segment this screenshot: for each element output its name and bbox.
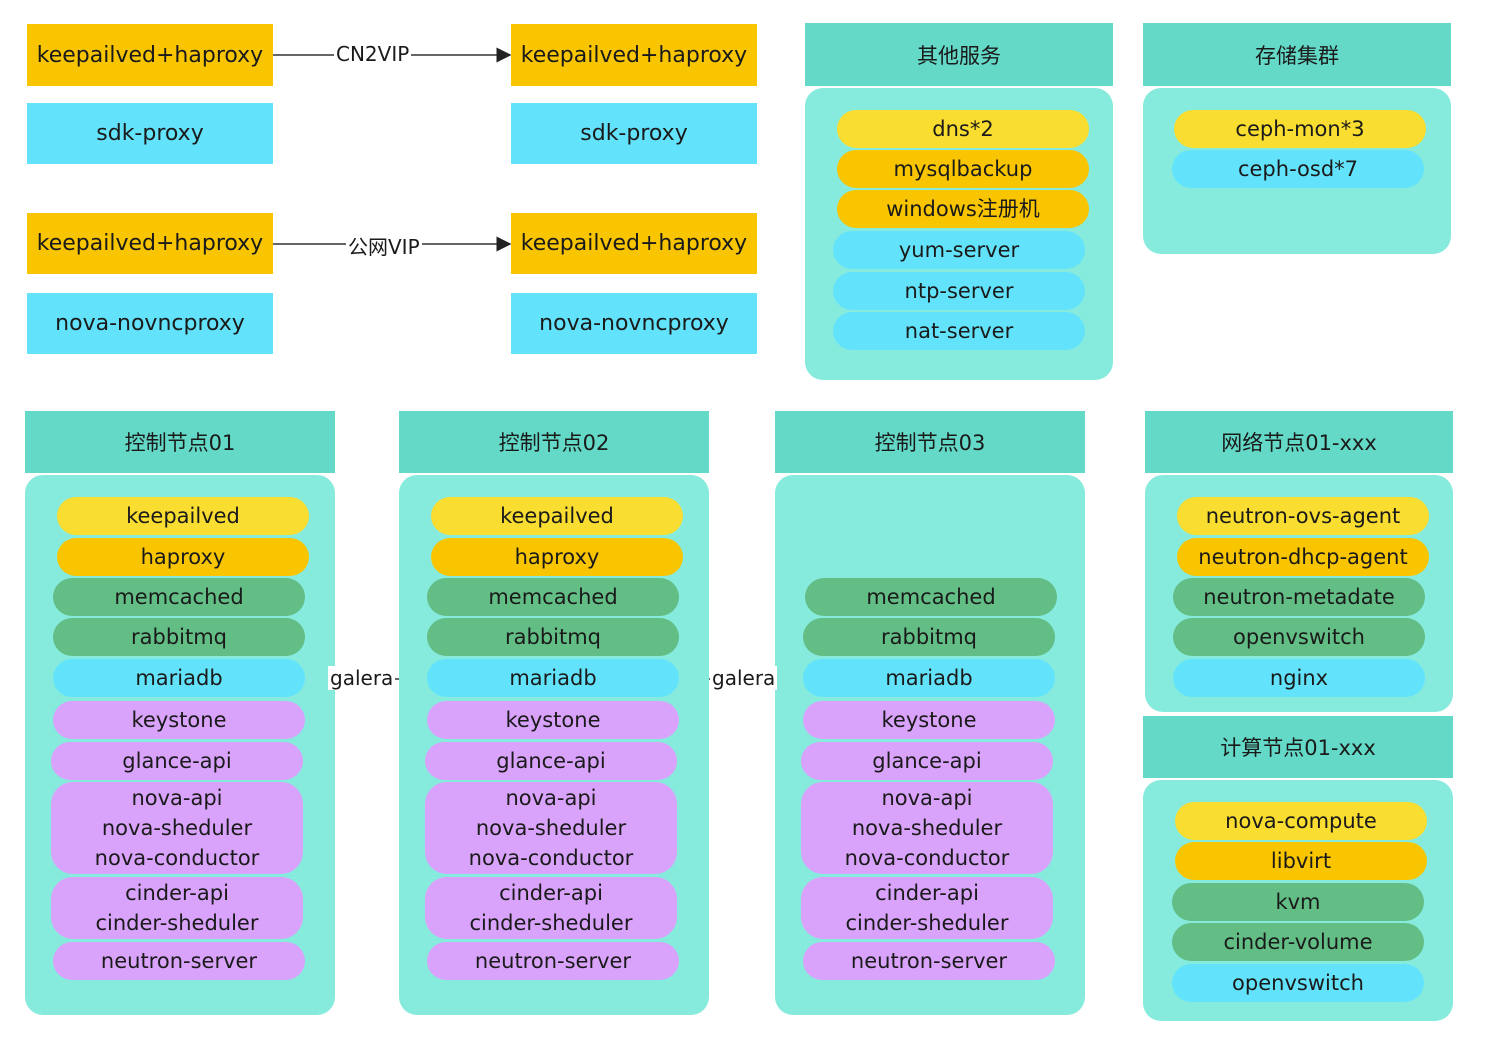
ctrl3-cinder-group: cinder-api cinder-sheduler (801, 877, 1053, 939)
compute-item: kvm (1172, 883, 1424, 921)
ctrl1-item: neutron-server (53, 942, 305, 980)
ctrl3-item: cinder-sheduler (845, 911, 1009, 935)
ctrl3-item: keystone (803, 701, 1055, 739)
ctrl1-item: nova-sheduler (101, 816, 253, 840)
right-nova-novncproxy: nova-novncproxy (511, 293, 757, 354)
ctrl3-item: mariadb (803, 659, 1055, 697)
galera-label-1: galera (328, 666, 396, 690)
left-keepalived-haproxy-2: keepailved+haproxy (27, 213, 273, 274)
ctrl1-item: memcached (53, 578, 305, 616)
service-item: mysqlbackup (837, 150, 1089, 188)
ctrl1-item: haproxy (57, 538, 309, 576)
compute-title: 计算节点01-xxx (1143, 716, 1453, 778)
ctrl1-title: 控制节点01 (25, 411, 335, 473)
ctrl1-cinder-group: cinder-api cinder-sheduler (51, 877, 303, 939)
storage-title: 存储集群 (1143, 23, 1451, 86)
cn2vip-label: CN2VIP (334, 42, 412, 66)
ctrl2-nova-group: nova-api nova-sheduler nova-conductor (425, 782, 677, 874)
compute-item: cinder-volume (1172, 923, 1424, 961)
ctrl2-item: nova-sheduler (475, 816, 627, 840)
left-sdk-proxy: sdk-proxy (27, 103, 273, 164)
ctrl2-item: memcached (427, 578, 679, 616)
ctrl1-nova-group: nova-api nova-sheduler nova-conductor (51, 782, 303, 874)
network-item: neutron-metadate (1173, 578, 1425, 616)
network-item: openvswitch (1173, 618, 1425, 656)
ctrl3-item: neutron-server (803, 942, 1055, 980)
ctrl1-item: rabbitmq (53, 618, 305, 656)
ctrl2-item: keystone (427, 701, 679, 739)
ctrl3-item: nova-conductor (844, 846, 1010, 870)
ctrl2-item: nova-conductor (468, 846, 634, 870)
service-item: yum-server (833, 231, 1085, 269)
right-sdk-proxy: sdk-proxy (511, 103, 757, 164)
ctrl3-title: 控制节点03 (775, 411, 1085, 473)
left-keepalived-haproxy-1: keepailved+haproxy (27, 24, 273, 86)
ctrl1-item: keystone (53, 701, 305, 739)
service-item: windows注册机 (837, 190, 1089, 228)
ctrl1-item: nova-conductor (94, 846, 260, 870)
service-item: dns*2 (837, 110, 1089, 148)
left-nova-novncproxy: nova-novncproxy (27, 293, 273, 354)
ctrl3-nova-group: nova-api nova-sheduler nova-conductor (801, 782, 1053, 874)
ctrl2-item: haproxy (431, 538, 683, 576)
ctrl1-item: mariadb (53, 659, 305, 697)
ctrl1-item: keepailved (57, 497, 309, 535)
service-item: ntp-server (833, 272, 1085, 310)
public-vip-label: 公网VIP (346, 231, 422, 260)
ctrl1-item: cinder-sheduler (95, 911, 259, 935)
storage-item: ceph-osd*7 (1172, 150, 1424, 188)
network-item: neutron-dhcp-agent (1177, 538, 1429, 576)
ctrl3-item: glance-api (801, 742, 1053, 780)
ctrl3-item: nova-sheduler (851, 816, 1003, 840)
right-keepalived-haproxy-1: keepailved+haproxy (511, 24, 757, 86)
compute-item: libvirt (1175, 842, 1427, 880)
service-item: nat-server (833, 312, 1085, 350)
ctrl3-item: memcached (805, 578, 1057, 616)
ctrl1-item: glance-api (51, 742, 303, 780)
storage-item: ceph-mon*3 (1174, 110, 1426, 148)
ctrl2-item: mariadb (427, 659, 679, 697)
ctrl3-item: rabbitmq (803, 618, 1055, 656)
ctrl2-item: keepailved (431, 497, 683, 535)
ctrl2-item: neutron-server (427, 942, 679, 980)
compute-item: openvswitch (1172, 964, 1424, 1002)
ctrl1-item: cinder-api (125, 881, 229, 905)
network-title: 网络节点01-xxx (1145, 411, 1453, 473)
ctrl1-item: nova-api (131, 786, 223, 810)
ctrl2-title: 控制节点02 (399, 411, 709, 473)
right-keepalived-haproxy-2: keepailved+haproxy (511, 213, 757, 274)
ctrl2-item: rabbitmq (427, 618, 679, 656)
ctrl3-item: nova-api (881, 786, 973, 810)
ctrl2-cinder-group: cinder-api cinder-sheduler (425, 877, 677, 939)
other-services-title: 其他服务 (805, 23, 1113, 86)
galera-label-2: galera (710, 666, 778, 690)
network-item: neutron-ovs-agent (1177, 497, 1429, 535)
ctrl2-item: glance-api (425, 742, 677, 780)
ctrl2-item: nova-api (505, 786, 597, 810)
ctrl2-item: cinder-api (499, 881, 603, 905)
compute-item: nova-compute (1175, 802, 1427, 840)
ctrl3-item: cinder-api (875, 881, 979, 905)
network-item: nginx (1173, 659, 1425, 697)
ctrl2-item: cinder-sheduler (469, 911, 633, 935)
